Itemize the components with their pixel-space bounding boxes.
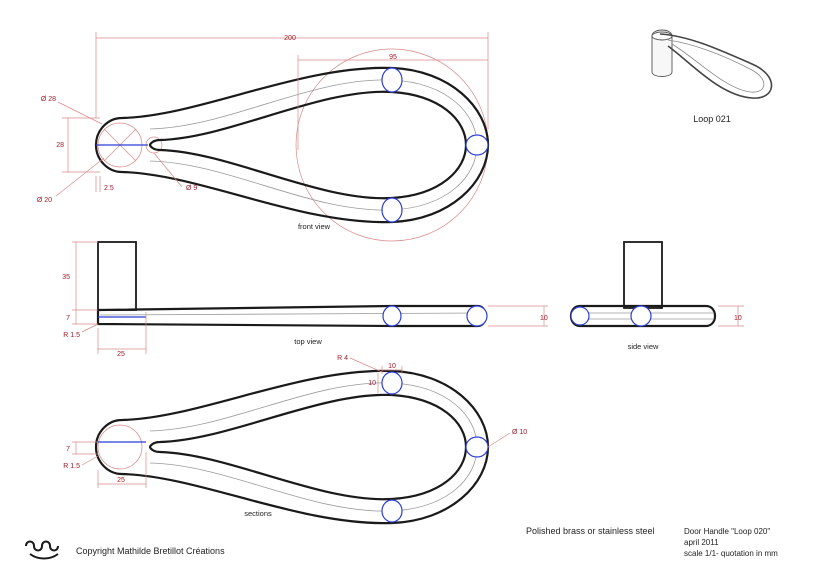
dim-side-thickness: 10 [734,315,742,322]
dim-section-width: 10 [388,363,396,370]
leader-section-radius [349,357,383,373]
dim-post-width: 25 [117,351,125,358]
preview-loop-outer [659,33,773,99]
preview-loop-inner [667,39,765,93]
front-view: 200 95 Ø 28 28 Ø 20 2.5 Ø 9 front view [37,32,490,242]
dim-top-thickness: 10 [540,315,548,322]
section-mark-bottom [381,499,403,523]
dim-hub-inner-diameter: Ø 20 [37,197,52,204]
sections-caption: sections [244,509,272,518]
dim-sections-bar-height: 7 [66,446,70,453]
top-view-post [97,241,137,311]
front-section-mark-top [381,67,403,93]
top-section-mark-b [466,305,488,327]
dim-loop-width: 95 [389,54,397,61]
top-view: 35 7 R 1.5 25 10 top view [62,241,548,358]
dim-pin-diameter: Ø 9 [186,185,197,192]
dim-section-radius: R 4 [337,355,348,362]
top-view-centerline [99,312,479,316]
sections-hub-circle [97,424,143,470]
side-view-caption: side view [628,342,659,351]
front-handle-inner-outline [148,90,468,200]
leader-sections-edge-radius [81,455,99,466]
dim-section-height: 10 [368,380,376,387]
dim-overall-length: 200 [284,35,296,42]
dim-edge-radius: R 1.5 [63,332,80,339]
logo-underline [29,553,59,560]
leader-pin [153,152,183,188]
leader-hub-outer [57,101,103,125]
front-view-caption: front view [298,222,331,231]
leader-edge-radius [81,323,99,333]
section-mark-right [465,436,489,458]
logo [25,540,59,560]
preview-post-top [651,31,673,41]
logo-wave [25,540,59,552]
top-section-mark-a [382,305,402,327]
dim-sections-edge-radius: R 1.5 [63,463,80,470]
copyright-text: Copyright Mathilde Bretillot Créations [76,546,225,556]
dim-post-height: 35 [62,274,70,281]
dim-hub-outer-diameter: Ø 28 [41,96,56,103]
side-section-mark-a [570,306,590,326]
leader-section-diameter [487,432,511,448]
front-handle-outline [94,66,490,224]
side-view: 10 side view [569,241,744,351]
dim-sections-post-width: 25 [117,477,125,484]
title-product: Door Handle "Loop 020" [684,527,770,536]
top-view-caption: top view [294,337,322,346]
top-view-bar [96,304,487,328]
sections-view: R 4 10 10 Ø 10 7 R 1.5 25 sections [63,355,527,525]
dim-hub-height: 28 [56,142,64,149]
title-date: april 2011 [684,538,719,547]
side-view-post [623,241,663,309]
dim-offset: 2.5 [104,185,114,192]
title-scale: scale 1/1- quotation in mm [684,549,778,558]
side-section-mark-b [630,305,652,327]
loop-021-preview: Loop 021 [651,29,773,124]
preview-post [651,29,673,77]
sections-handle-outline [94,369,490,525]
preview-label: Loop 021 [693,114,731,124]
sections-handle-inner-outline [148,393,468,501]
dim-section-diameter: Ø 10 [512,429,527,436]
leader-hub-inner [55,157,105,197]
section-mark-top [381,371,403,395]
material-text: Polished brass or stainless steel [526,526,655,536]
dim-bar-height: 7 [66,315,70,322]
front-section-mark-right [465,134,489,156]
front-section-mark-bottom [381,197,403,223]
